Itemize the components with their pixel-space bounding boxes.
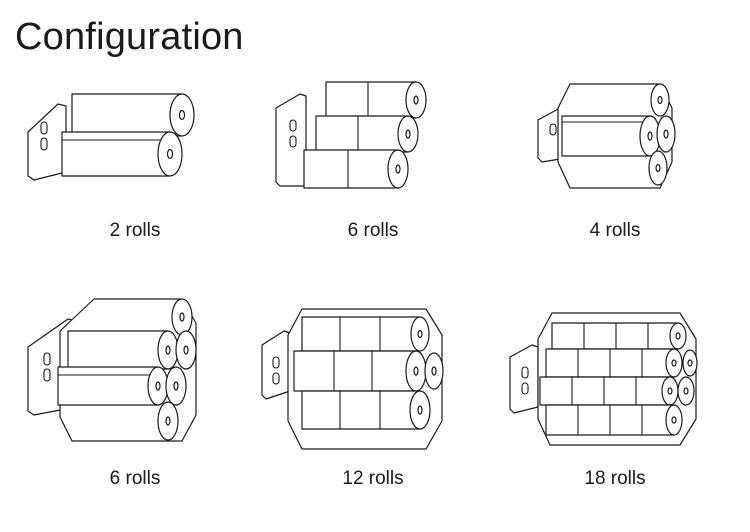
config-label: 6 rolls bbox=[109, 468, 161, 489]
battery-pack-6-rolls-illustration bbox=[275, 81, 427, 189]
battery-pack-4-rolls-illustration bbox=[537, 83, 676, 189]
config-label: 12 rolls bbox=[342, 468, 404, 489]
config-4-rolls: 4 rolls bbox=[500, 80, 730, 270]
config-6-rolls-large: 6 rolls bbox=[20, 295, 250, 489]
battery-pack-18-rolls-illustration bbox=[509, 312, 698, 446]
config-label: 18 rolls bbox=[584, 468, 646, 489]
config-label: 4 rolls bbox=[589, 220, 641, 241]
config-2-rolls: 2 rolls bbox=[20, 80, 250, 270]
page-title: Configuration bbox=[15, 16, 244, 58]
config-6-rolls-small: 6 rolls bbox=[258, 80, 488, 270]
battery-pack-2-rolls-illustration bbox=[27, 93, 195, 181]
battery-pack-6-rolls-large-illustration bbox=[27, 298, 197, 442]
config-label: 6 rolls bbox=[347, 220, 399, 241]
battery-pack-12-rolls-illustration bbox=[261, 308, 444, 450]
config-label: 2 rolls bbox=[109, 220, 161, 241]
config-12-rolls: 12 rolls bbox=[258, 295, 488, 489]
config-18-rolls: 18 rolls bbox=[500, 295, 730, 489]
